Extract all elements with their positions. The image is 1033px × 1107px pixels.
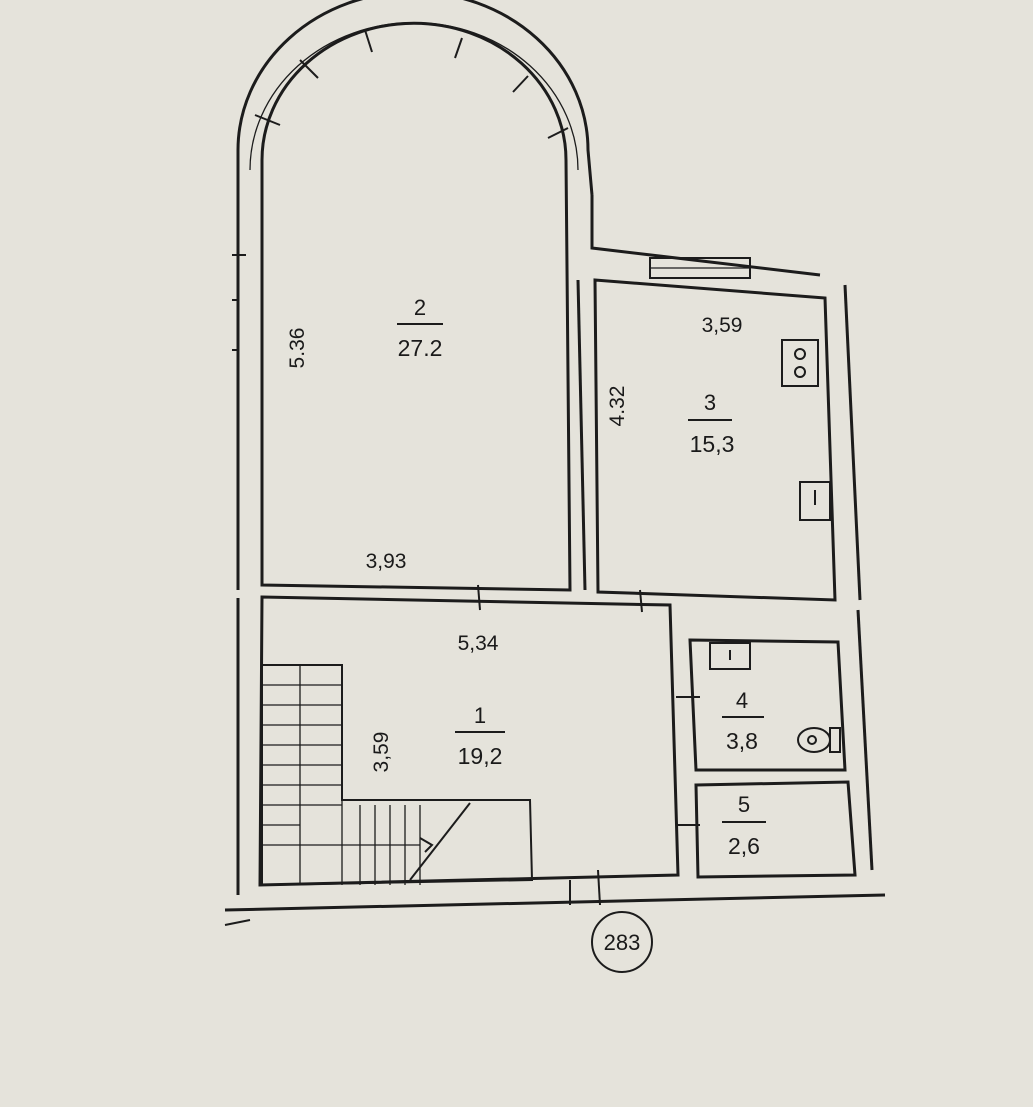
room-4-walls: [676, 609, 874, 871]
room-2-height-dimension: 5.36: [286, 328, 309, 369]
room-5-label: 5 2,6: [722, 792, 766, 859]
room-2-walls: [232, 0, 594, 592]
room-1-number: 1: [474, 703, 486, 728]
room-2-label: 2 27.2: [397, 295, 443, 361]
room-2-number: 2: [414, 295, 426, 320]
room-4-number: 4: [736, 688, 748, 713]
room-4-area: 3,8: [726, 728, 758, 754]
plan-marker-number: 283: [604, 930, 641, 955]
room-3-height-dimension: 4.32: [606, 386, 629, 427]
room-3-label: 3 15,3: [688, 390, 734, 457]
room-2-area: 27.2: [398, 335, 443, 361]
room-1-label: 1 19,2: [455, 703, 505, 769]
sink-icon: [799, 481, 831, 521]
staircase: [261, 664, 534, 887]
room-5-walls: [676, 780, 857, 879]
room-1-walls: [224, 584, 886, 926]
room-3-area: 15,3: [690, 431, 735, 457]
plan-marker: 283: [591, 911, 653, 973]
room-1-width-dimension: 5,34: [458, 632, 499, 655]
washbasin-icon: [709, 642, 751, 670]
room-3-number: 3: [704, 390, 716, 415]
room-5-area: 2,6: [728, 833, 760, 859]
room-2-width-dimension: 3,93: [366, 550, 407, 573]
room-3-width-dimension: 3,59: [702, 314, 743, 337]
room-3-walls: [576, 195, 862, 602]
room-1-height-dimension: 3,59: [370, 732, 393, 773]
room-1-area: 19,2: [458, 743, 503, 769]
room-5-number: 5: [738, 792, 750, 817]
room-4-label: 4 3,8: [722, 688, 764, 754]
stove-icon: [781, 339, 819, 387]
